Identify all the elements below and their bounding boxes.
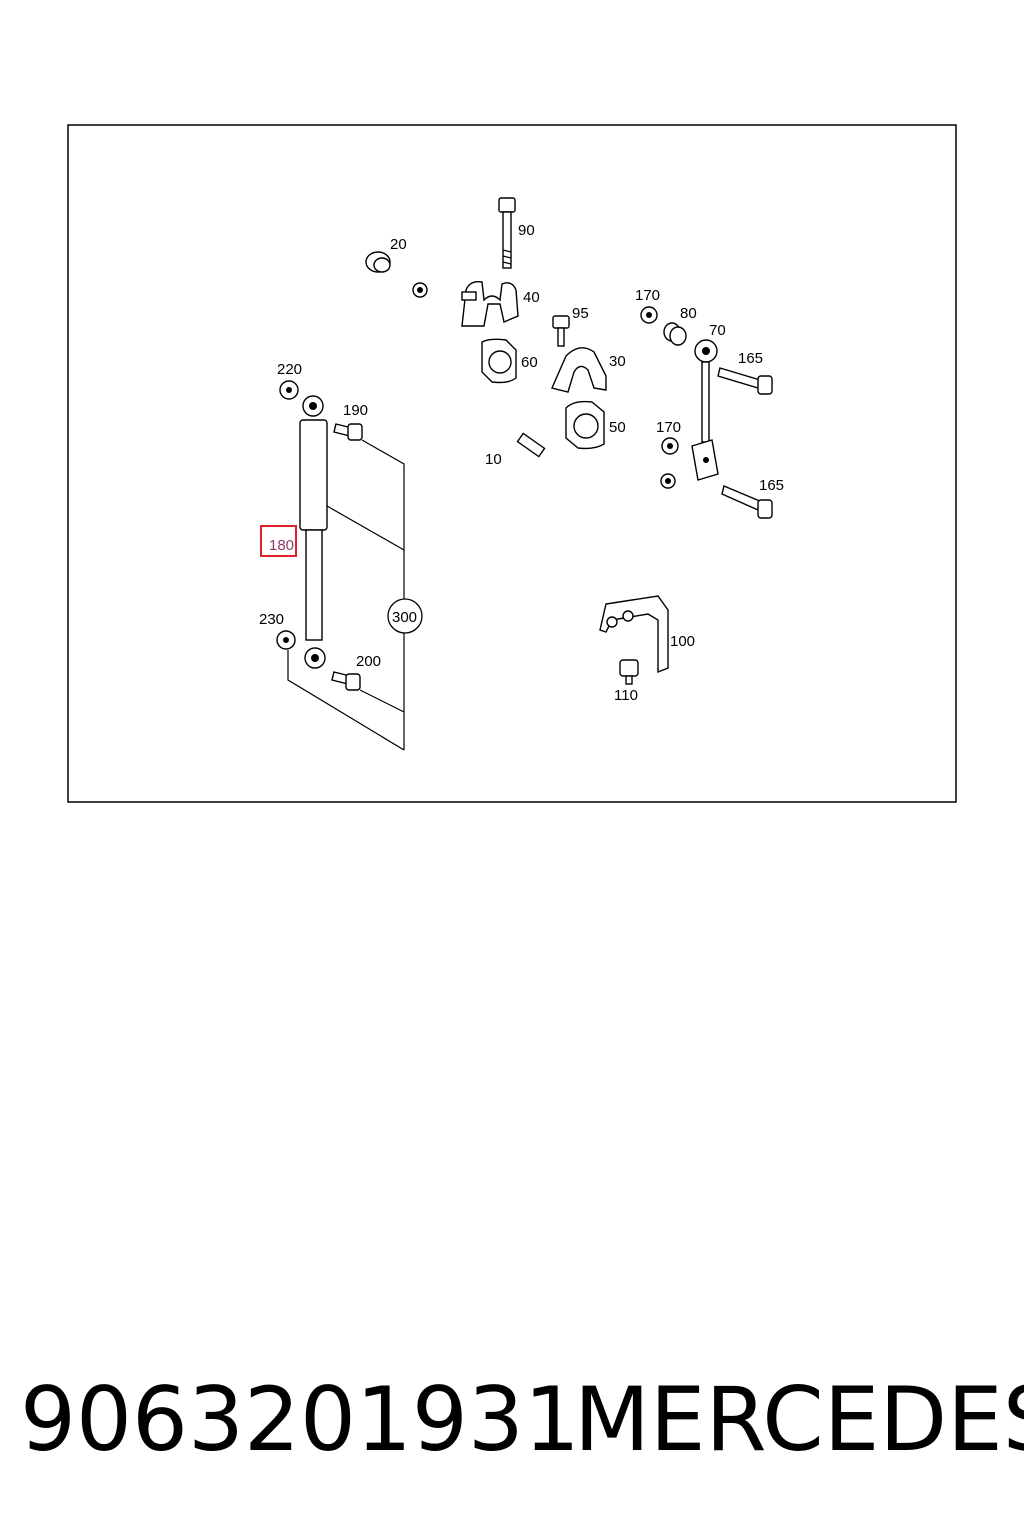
bushing-80[interactable]: [663, 322, 687, 346]
bushing-20[interactable]: [365, 251, 391, 273]
footer: 9063201931 MERCEDES: [0, 1368, 1024, 1471]
washer-170-lower[interactable]: [661, 437, 679, 455]
stabilizer-bar[interactable]: [342, 282, 676, 513]
bolt-200[interactable]: [331, 671, 361, 691]
label-30: 30: [609, 353, 626, 370]
label-80: 80: [680, 305, 697, 322]
label-230: 230: [259, 611, 284, 628]
label-170-lower: 170: [656, 419, 681, 436]
label-165-lower: 165: [759, 477, 784, 494]
bushing-60[interactable]: [481, 338, 517, 384]
clamp-30[interactable]: [551, 347, 607, 393]
label-60: 60: [521, 354, 538, 371]
bolt-165-lower[interactable]: [721, 485, 773, 519]
label-10: 10: [485, 451, 502, 468]
diagram-frame: [67, 124, 957, 803]
bolt-190[interactable]: [333, 423, 363, 441]
bolt-110[interactable]: [619, 659, 639, 685]
kit-300-group-lines: [287, 439, 405, 751]
bolt-165-upper[interactable]: [717, 367, 773, 395]
shock-absorber-180[interactable]: [299, 395, 328, 669]
washer-220[interactable]: [279, 380, 299, 400]
label-100: 100: [670, 633, 695, 650]
bracket-100[interactable]: [599, 595, 669, 674]
kit-300-badge[interactable]: [387, 598, 423, 634]
bushing-50[interactable]: [565, 400, 605, 450]
label-50: 50: [609, 419, 626, 436]
label-70: 70: [709, 322, 726, 339]
label-110: 110: [614, 687, 638, 704]
part-number: 9063201931: [20, 1368, 580, 1471]
bracket-40[interactable]: [461, 280, 519, 327]
highlight-box-180[interactable]: [260, 525, 297, 557]
label-20: 20: [390, 236, 407, 253]
label-200: 200: [356, 653, 381, 670]
bolt-90[interactable]: [498, 197, 516, 269]
bolt-95[interactable]: [552, 315, 570, 347]
label-190: 190: [343, 402, 368, 419]
parts-diagram: 10 20 30 40 50 60 70 80 90 95 100 110 16…: [67, 124, 957, 803]
link-rod-70[interactable]: [691, 339, 719, 481]
label-170-upper: 170: [635, 287, 660, 304]
label-220: 220: [277, 361, 302, 378]
label-40: 40: [523, 289, 540, 306]
label-300: 300: [392, 609, 417, 626]
label-95: 95: [572, 305, 589, 322]
washer-230[interactable]: [276, 630, 296, 650]
label-90: 90: [518, 222, 535, 239]
label-165-upper: 165: [738, 350, 763, 367]
label-180: 180: [269, 537, 294, 554]
brand-name: MERCEDES: [574, 1368, 1024, 1471]
washer-170-upper[interactable]: [640, 306, 658, 324]
